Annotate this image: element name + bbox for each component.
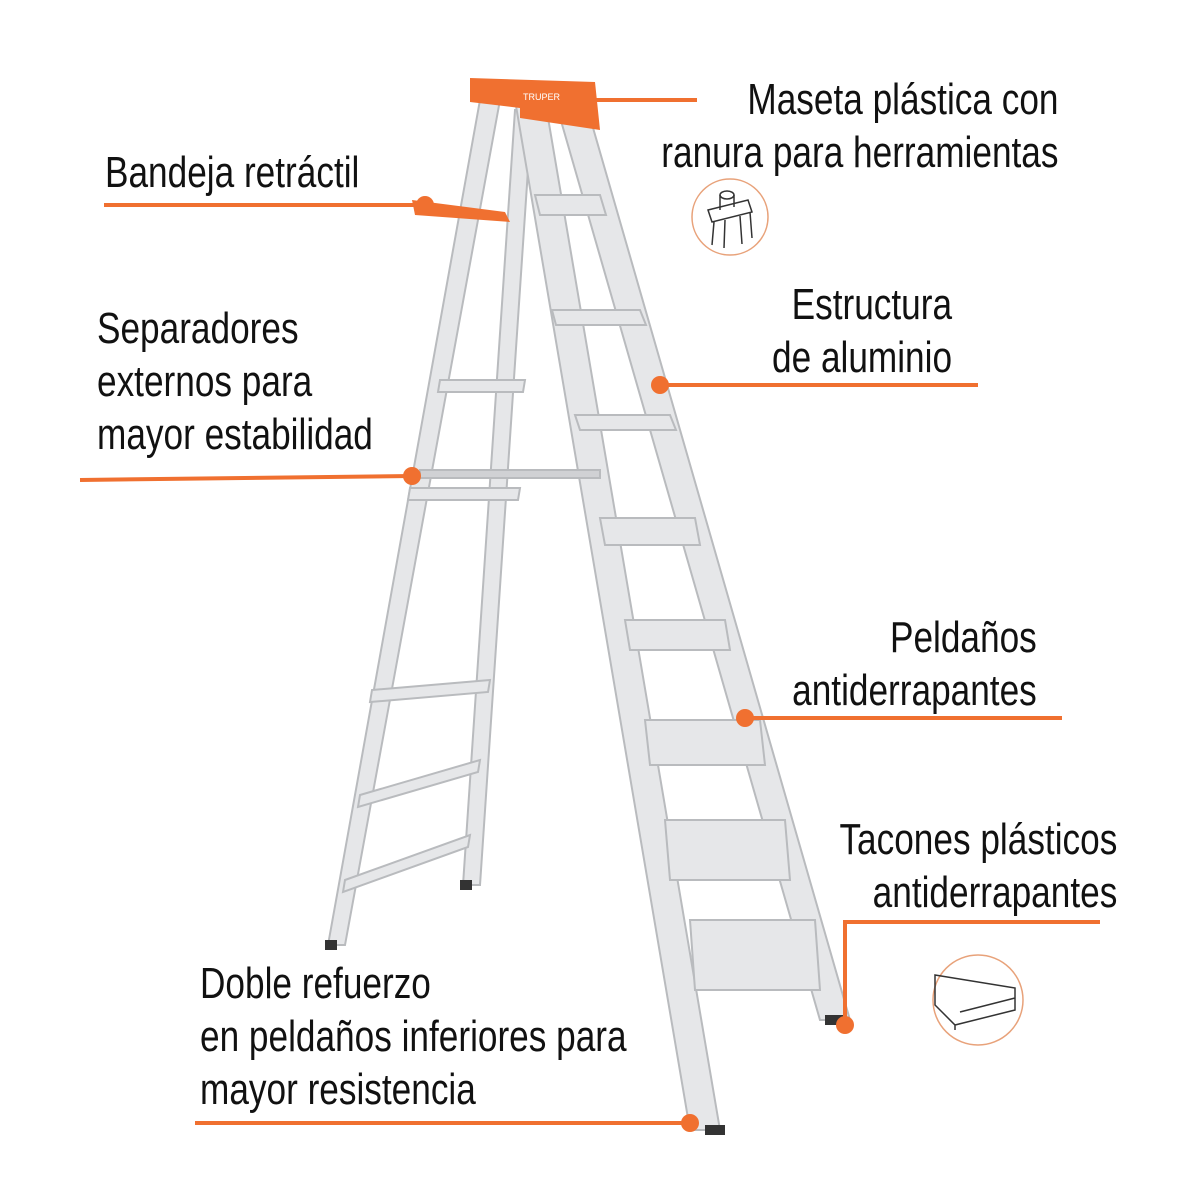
tool-tray-icon	[691, 178, 769, 256]
label-line: en peldaños inferiores para	[200, 1012, 627, 1061]
plastic-foot-icon	[932, 954, 1024, 1046]
label-line: mayor estabilidad	[97, 410, 373, 459]
label-line: Tacones plásticos	[839, 815, 1117, 864]
callout-estructura: Estructura de aluminio	[772, 278, 952, 384]
foot	[705, 1125, 725, 1135]
label-line: Bandeja retráctil	[105, 148, 360, 197]
label-line: Estructura	[791, 280, 952, 329]
label-line: Doble refuerzo	[200, 959, 431, 1008]
label-line: Maseta plástica con	[746, 75, 1058, 124]
callout-lines	[79, 98, 1100, 1125]
callout-tacones: Tacones plásticos antiderrapantes	[839, 813, 1117, 919]
label-line: antiderrapantes	[792, 666, 1037, 715]
callout-maseta: Maseta plástica con ranura para herramie…	[661, 73, 1058, 179]
label-line: ranura para herramientas	[660, 128, 1058, 177]
callout-bandeja: Bandeja retráctil	[105, 146, 359, 199]
foot	[825, 1015, 847, 1025]
label-line: externos para	[97, 357, 313, 406]
label-line: Peldaños	[890, 613, 1037, 662]
label-line: Separadores	[97, 304, 299, 353]
callout-refuerzo: Doble refuerzo en peldaños inferiores pa…	[200, 957, 627, 1116]
callout-dots	[403, 89, 854, 1132]
callout-separadores: Separadores externos para mayor estabili…	[97, 302, 373, 461]
brand-logo: TRUPER	[523, 92, 561, 102]
ladder	[326, 99, 852, 1131]
label-line: antiderrapantes	[872, 868, 1117, 917]
top-cap	[470, 78, 600, 130]
steps	[533, 194, 822, 991]
callout-peldanos: Peldaños antiderrapantes	[792, 611, 1037, 717]
label-line: mayor resistencia	[200, 1065, 476, 1114]
tray	[412, 200, 510, 222]
label-line: de aluminio	[771, 333, 952, 382]
